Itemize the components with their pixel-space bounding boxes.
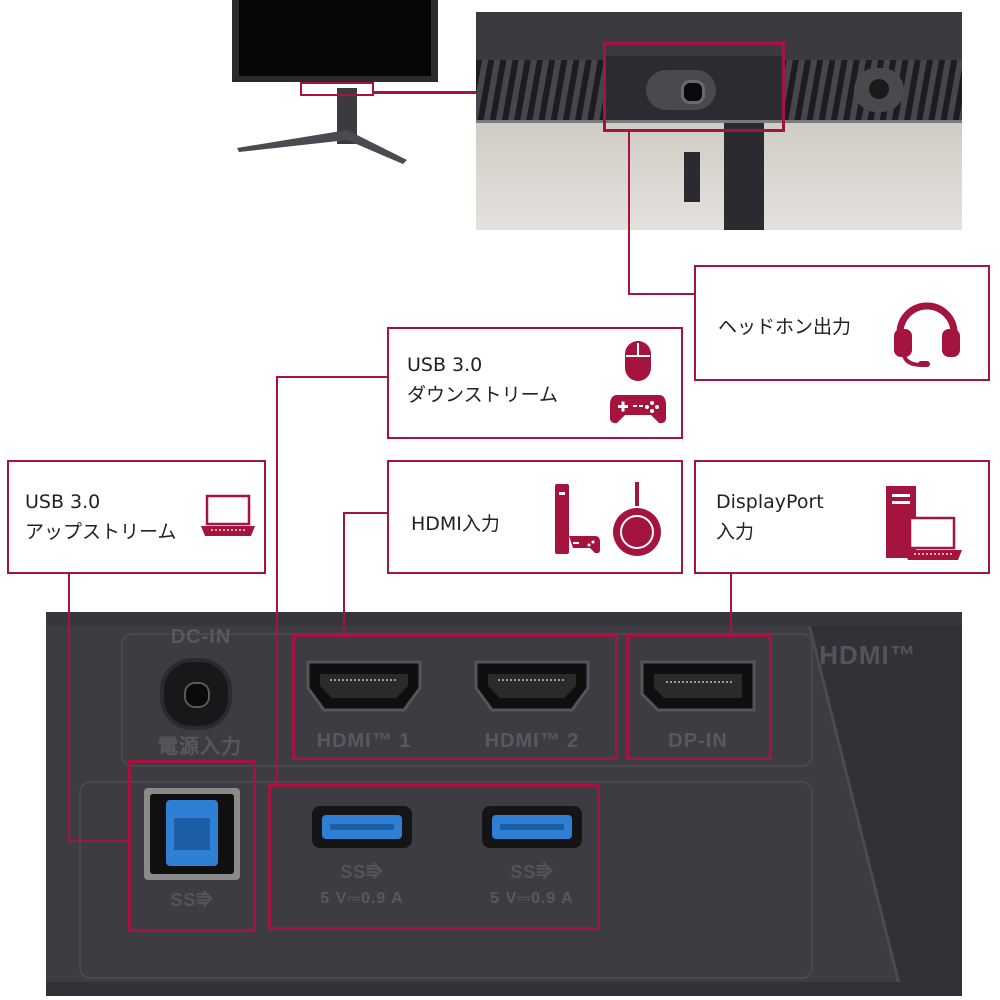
mouse-icon	[625, 341, 651, 381]
usb-a-downstream-port-1	[312, 806, 412, 848]
dp-port-highlight	[626, 634, 772, 760]
hdmi-1-label: HDMI™ 1	[316, 730, 412, 752]
laptop-icon	[904, 516, 962, 560]
headphone-icon	[894, 302, 960, 367]
displayport-line1: DisplayPort	[716, 491, 824, 513]
usb-a-ss-logo-2: SS⭆	[510, 862, 554, 882]
usb-rating-right: 5 V⎓0.9 A	[490, 890, 574, 907]
headphone-jack-highlight	[603, 42, 785, 132]
usb-b-upstream-port	[144, 788, 240, 880]
monitor-illustration	[232, 0, 438, 164]
usb-a-ss-logo-1: SS⭆	[340, 862, 384, 882]
displayport-input-callout: DisplayPort 入力	[694, 460, 990, 574]
hdmi-logo: HDMI™	[819, 640, 917, 670]
headphone-output-label: ヘッドホン出力	[718, 316, 852, 338]
hdmi-input-callout: HDMI入力	[387, 460, 683, 574]
rear-panel: DC-IN 電源入力 HDMI™ 1 HDMI™ 2 DP-IN HDMI™ S…	[46, 612, 962, 996]
headphone-jack-photo	[476, 12, 962, 230]
usb-downstream-callout: USB 3.0 ダウンストリーム	[387, 327, 683, 439]
gamepad-icon	[610, 395, 666, 424]
usb-upstream-callout: USB 3.0 アップストリーム	[7, 460, 266, 574]
displayport-line2: 入力	[716, 521, 755, 543]
power-input-label: 電源入力	[158, 736, 242, 758]
usb-upstream-line2: アップストリーム	[25, 521, 177, 543]
hdmi-2-port	[474, 660, 590, 712]
usb-a-downstream-port-2	[482, 806, 582, 848]
usb-b-ss-logo: SS⭆	[170, 890, 214, 910]
usb-rating-left: 5 V⎓0.9 A	[320, 890, 404, 907]
dp-in-label: DP-IN	[668, 730, 728, 752]
dc-in-label: DC-IN	[170, 626, 232, 648]
game-console-icon	[555, 484, 600, 554]
usb-downstream-highlight	[268, 784, 600, 930]
usb-downstream-line2: ダウンストリーム	[407, 384, 559, 406]
headphone-output-callout: ヘッドホン出力	[694, 265, 990, 381]
usb-upstream-highlight	[128, 760, 256, 932]
hdmi-input-label: HDMI入力	[411, 513, 500, 535]
hdmi-1-port	[306, 660, 422, 712]
usb-downstream-line1: USB 3.0	[407, 354, 483, 376]
arrow-line	[372, 91, 532, 94]
laptop-icon	[201, 494, 255, 536]
hdmi-2-label: HDMI™ 2	[484, 730, 580, 752]
displayport-port	[640, 660, 756, 712]
streaming-stick-icon	[613, 482, 661, 556]
usb-upstream-line1: USB 3.0	[25, 491, 101, 513]
hdmi-ports-highlight	[292, 634, 618, 760]
